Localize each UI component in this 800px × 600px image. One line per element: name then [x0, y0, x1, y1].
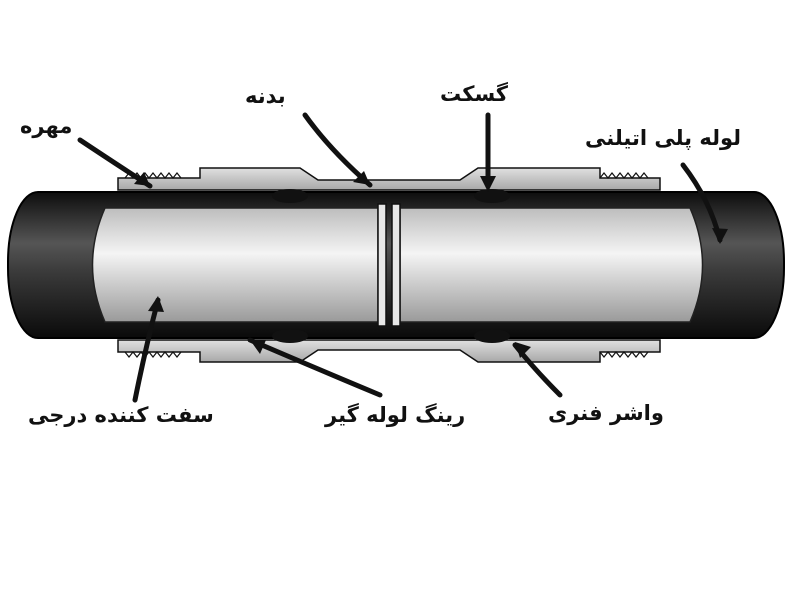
fitting-shell-bottom [117, 339, 661, 363]
label-grip-ring: رینگ لوله گیر [325, 403, 466, 427]
label-pe-pipe: لوله پلی اتیلنی [585, 126, 742, 150]
label-stiffener: سفت کننده درجی [28, 403, 214, 427]
arrow-body [302, 112, 373, 188]
label-gasket: گسکت [440, 82, 509, 106]
label-nut: مهره [20, 114, 73, 138]
fitting-shell-top [117, 167, 661, 191]
label-body: بدنه [245, 84, 286, 108]
arrow-heads [134, 171, 728, 358]
gasket-seals [272, 189, 510, 343]
stiffener-inserts [91, 207, 704, 323]
label-spring-washer: واشر فنری [548, 401, 664, 425]
center-joint [377, 203, 401, 327]
arrow-grip-ring [247, 337, 383, 398]
